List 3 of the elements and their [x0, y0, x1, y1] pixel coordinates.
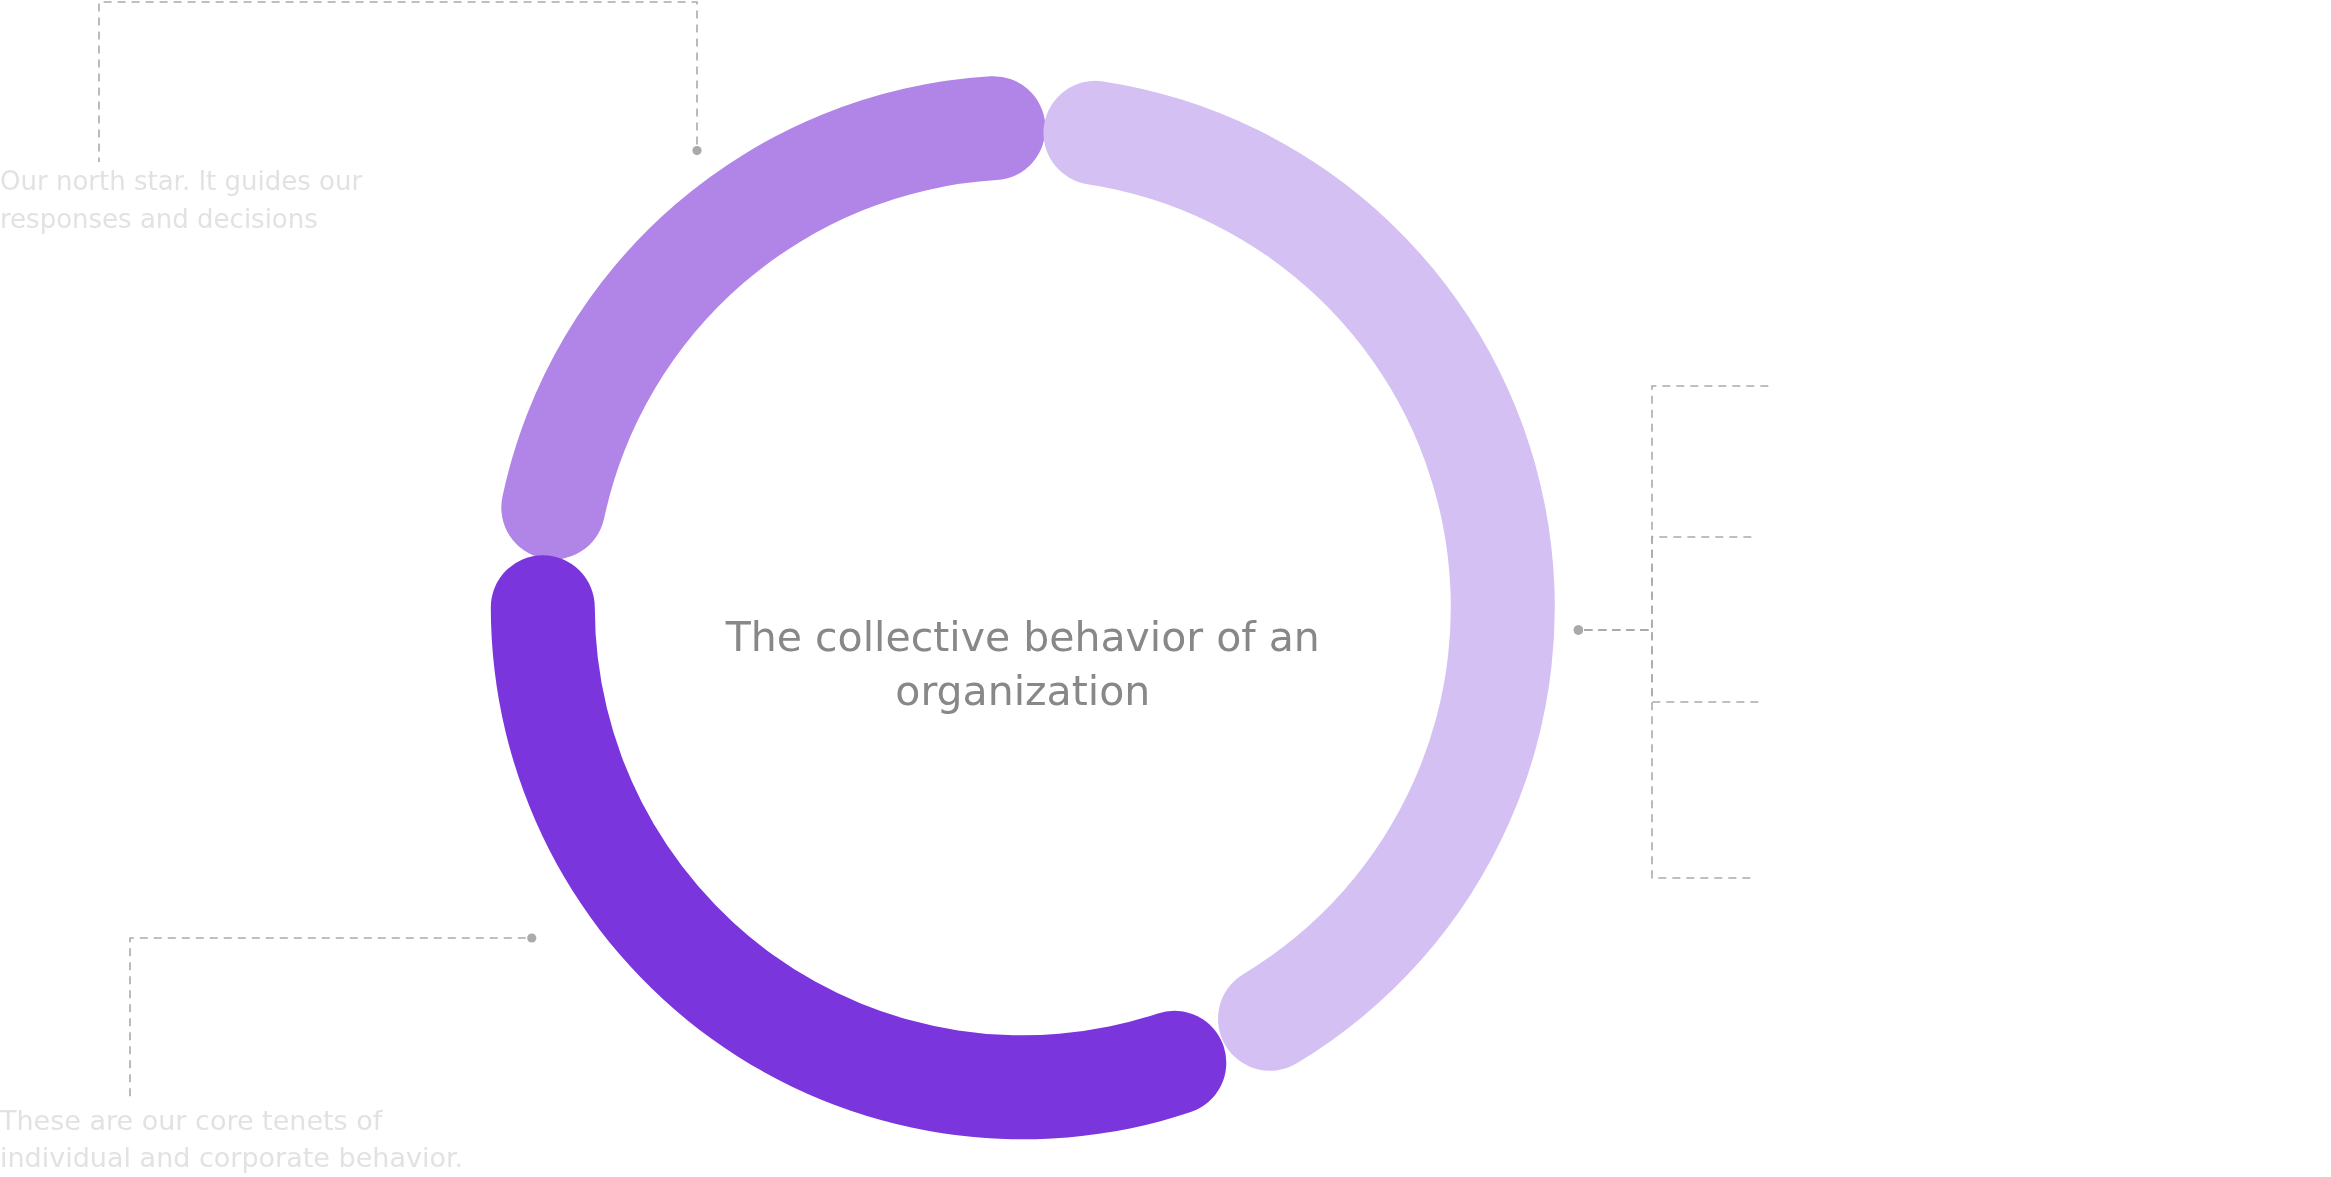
leader-line	[98, 1, 702, 163]
donut-segment	[501, 76, 1046, 560]
center-caption: The collective behavior of an organization	[724, 612, 1321, 717]
